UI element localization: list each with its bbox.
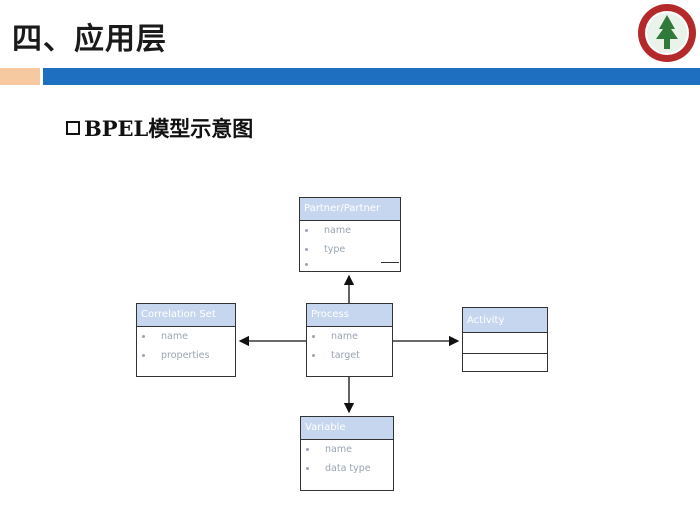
university-seal-icon (638, 4, 696, 62)
correlation-field-properties: properties (137, 346, 235, 365)
subtitle: BPEL模型示意图 (66, 113, 253, 143)
activity-box-title: Activity (463, 308, 547, 333)
correlation-field-name: name (137, 327, 235, 346)
header-accent-bar (0, 68, 40, 85)
process-field-target: target (307, 346, 392, 365)
partner-field-type: type (300, 240, 400, 259)
variable-box: Variable name data type (300, 416, 394, 491)
partner-field-name: name (300, 221, 400, 240)
partner-box: Partner/Partner Link name type (299, 197, 401, 272)
checkbox-bullet-icon (66, 121, 80, 135)
variable-field-name: name (301, 440, 393, 459)
correlation-box: Correlation Set name properties (136, 303, 236, 377)
correlation-box-title: Correlation Set (137, 304, 235, 327)
partner-box-title: Partner/Partner Link (300, 198, 400, 236)
process-box: Process name target (306, 303, 393, 377)
process-field-name: name (307, 327, 392, 346)
page-title: 四、应用层 (12, 22, 167, 57)
activity-divider (463, 333, 547, 354)
variable-box-title: Variable (301, 417, 393, 440)
subtitle-text: BPEL模型示意图 (84, 116, 254, 141)
partner-underline (381, 262, 399, 263)
partner-field-empty (300, 259, 400, 269)
header-bar (43, 68, 700, 85)
variable-field-data-type: data type (301, 459, 393, 478)
activity-box: Activity (462, 307, 548, 372)
process-box-title: Process (307, 304, 392, 327)
